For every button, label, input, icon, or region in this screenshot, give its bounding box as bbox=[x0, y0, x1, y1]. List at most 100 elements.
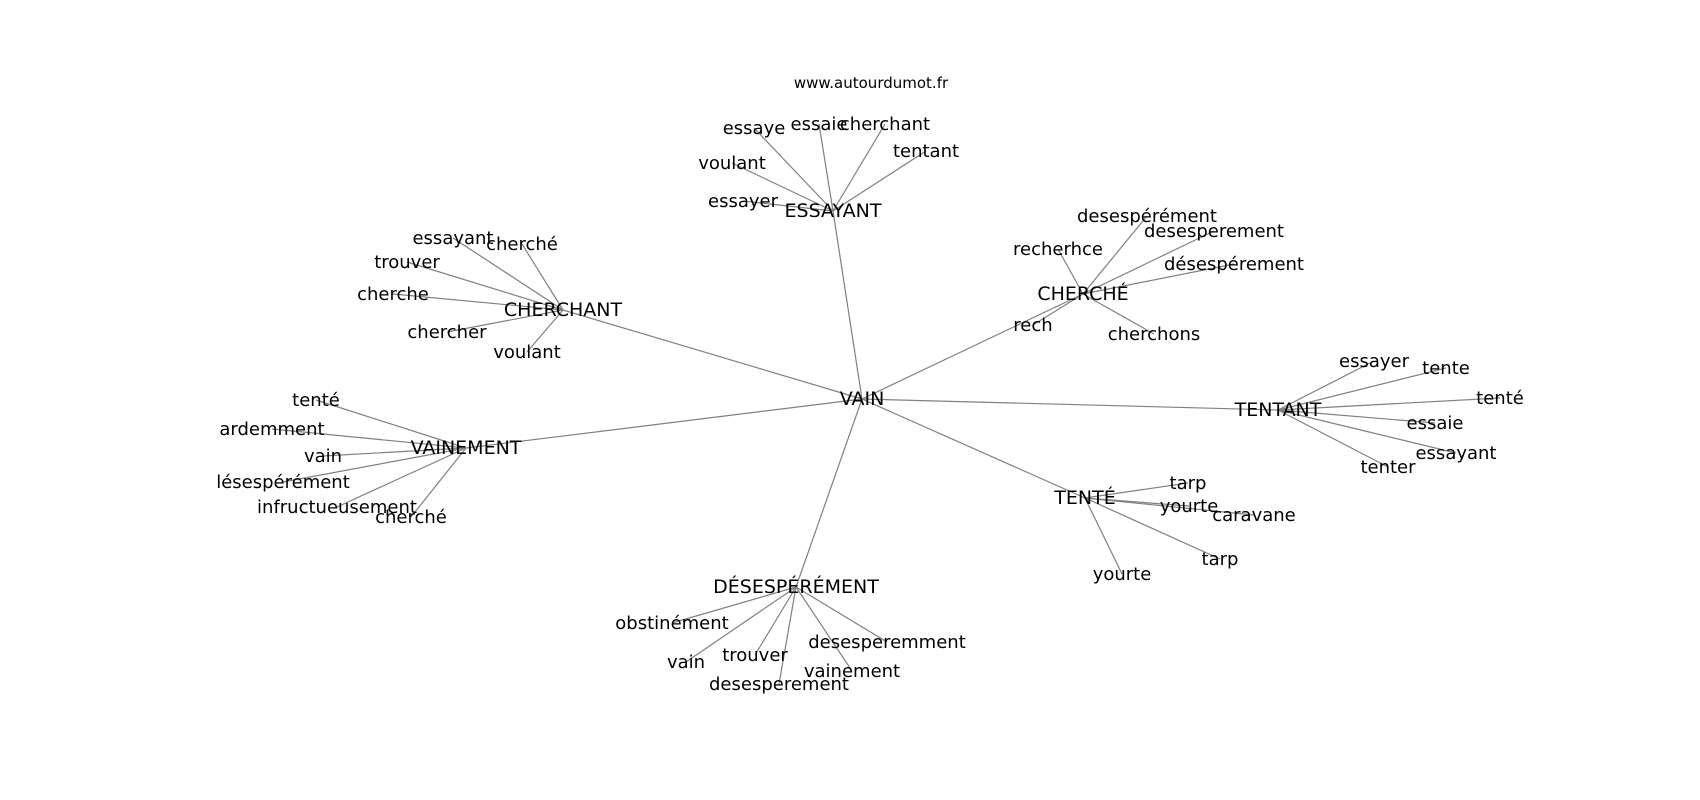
word-node-tarp: tarp bbox=[1202, 549, 1239, 570]
edge-tentant-to-essayant bbox=[1277, 409, 1457, 454]
edge-essayant-to-voulant bbox=[731, 162, 834, 212]
word-node-essayant: essayant bbox=[1415, 443, 1496, 464]
edge-cherche-to-desesperement bbox=[1082, 215, 1148, 295]
word-node-desesperement: desesperement bbox=[709, 674, 849, 695]
word-node-essaie: essaie bbox=[791, 114, 848, 135]
word-node-tenter: tenter bbox=[1360, 457, 1416, 478]
word-node-obstinement: obstinément bbox=[615, 613, 728, 634]
edge-essayant-to-essaie bbox=[818, 123, 834, 212]
edge-tentant-to-essayer bbox=[1277, 360, 1375, 411]
edge-center-to-cherchant bbox=[562, 309, 863, 400]
edge-desesperement-to-trouver bbox=[754, 586, 797, 656]
edge-center-to-tente bbox=[861, 398, 1086, 499]
edge-desesperement-to-desesperement bbox=[778, 586, 797, 685]
edge-desesperement-to-vain bbox=[685, 586, 797, 663]
edge-desesperement-to-obstinement bbox=[671, 586, 797, 624]
edge-center-to-cherche bbox=[861, 293, 1084, 400]
edge-cherchant-to-essayant bbox=[452, 237, 564, 311]
edge-vainement-to-vain bbox=[322, 447, 467, 457]
word-node-infructueusement: infructueusement bbox=[257, 497, 417, 518]
edge-cherche-to-desesperement bbox=[1082, 263, 1235, 295]
edge-tentant-to-tente bbox=[1277, 367, 1447, 411]
diagram-edges bbox=[271, 123, 1501, 685]
word-node-essaye: essaye bbox=[723, 118, 786, 139]
word-node-voulant: voulant bbox=[493, 342, 561, 363]
word-node-yourte: yourte bbox=[1093, 564, 1152, 585]
word-node-cherche: cherche bbox=[357, 284, 429, 305]
word-node-lesesperement: lésespérément bbox=[216, 472, 350, 493]
edge-cherchant-to-cherche bbox=[521, 243, 564, 311]
center-node-vain: VAIN bbox=[840, 388, 885, 410]
word-node-ardemment: ardemment bbox=[219, 419, 324, 440]
word-node-cherche: cherché bbox=[375, 507, 447, 528]
edge-vainement-to-cherche bbox=[410, 447, 467, 518]
word-node-chercher: chercher bbox=[407, 322, 487, 343]
hub-node-vainement: VAINEMENT bbox=[411, 437, 522, 459]
edge-tentant-to-essaie bbox=[1277, 409, 1436, 424]
edge-tente-to-caravane bbox=[1084, 497, 1255, 516]
hub-node-cherche: CHERCHÉ bbox=[1037, 282, 1128, 305]
edge-tentant-to-tenter bbox=[1277, 409, 1389, 468]
edge-cherchant-to-trouver bbox=[406, 261, 564, 311]
edge-cherchant-to-voulant bbox=[526, 309, 564, 353]
edge-center-to-essayant bbox=[832, 210, 863, 400]
word-node-caravane: caravane bbox=[1212, 505, 1296, 526]
edge-cherche-to-rech bbox=[1032, 293, 1084, 326]
edge-desesperement-to-vainement bbox=[795, 586, 853, 672]
word-node-cherche: cherché bbox=[486, 234, 558, 255]
edge-center-to-tentant bbox=[861, 398, 1279, 411]
word-node-rech: rech bbox=[1013, 315, 1052, 336]
word-node-essayer: essayer bbox=[1339, 351, 1410, 372]
word-node-essayer: essayer bbox=[708, 191, 779, 212]
edge-vainement-to-infructueusement bbox=[336, 447, 467, 508]
edge-cherche-to-cherchons bbox=[1082, 293, 1155, 335]
word-node-tentant: tentant bbox=[893, 141, 959, 162]
edge-essayant-to-cherchant bbox=[832, 123, 886, 212]
word-node-tarp: tarp bbox=[1170, 473, 1207, 494]
edge-desesperement-to-desesperemment bbox=[795, 586, 888, 643]
site-watermark: www.autourdumot.fr bbox=[794, 74, 949, 92]
word-node-desesperement: desespérément bbox=[1077, 206, 1217, 227]
word-node-desesperement: désespérement bbox=[1164, 254, 1304, 275]
edge-essayant-to-essayer bbox=[742, 200, 834, 212]
edge-cherchant-to-chercher bbox=[446, 309, 564, 333]
edge-tentant-to-tente bbox=[1277, 397, 1501, 411]
edge-center-to-desesperement bbox=[795, 398, 863, 588]
word-node-essayant: essayant bbox=[412, 228, 493, 249]
word-node-desesperement: desesperement bbox=[1144, 221, 1284, 242]
word-node-trouver: trouver bbox=[722, 645, 788, 666]
edge-tente-to-yourte bbox=[1084, 497, 1123, 575]
hub-node-cherchant: CHERCHANT bbox=[504, 299, 623, 321]
word-node-tente: tente bbox=[1422, 358, 1470, 379]
hub-node-desesperement: DÉSESPÉRÉMENT bbox=[713, 575, 879, 598]
edge-cherche-to-desesperement bbox=[1082, 230, 1215, 295]
word-node-cherchant: cherchant bbox=[840, 114, 930, 135]
edge-center-to-vainement bbox=[465, 398, 863, 449]
edge-vainement-to-tente bbox=[315, 399, 467, 449]
word-node-cherchons: cherchons bbox=[1108, 324, 1201, 345]
edge-essayant-to-essaye bbox=[753, 127, 834, 212]
hub-node-tente: TENTÉ bbox=[1053, 486, 1115, 509]
word-node-voulant: voulant bbox=[698, 153, 766, 174]
edge-vainement-to-ardemment bbox=[271, 428, 467, 449]
edge-vainement-to-lesesperement bbox=[282, 447, 467, 483]
word-node-yourte: yourte bbox=[1160, 496, 1219, 517]
word-node-essaie: essaie bbox=[1407, 413, 1464, 434]
hub-node-tentant: TENTANT bbox=[1234, 399, 1322, 421]
edge-cherchant-to-cherche bbox=[392, 293, 564, 311]
edge-essayant-to-tentant bbox=[832, 150, 927, 212]
word-node-tente: tenté bbox=[292, 390, 340, 411]
word-node-desesperemment: desesperemment bbox=[808, 632, 966, 653]
word-node-trouver: trouver bbox=[374, 252, 440, 273]
edge-tente-to-tarp bbox=[1084, 497, 1221, 560]
edge-cherche-to-recherhce bbox=[1057, 248, 1084, 295]
hub-node-essayant: ESSAYANT bbox=[785, 200, 882, 222]
word-node-tente: tenté bbox=[1476, 388, 1524, 409]
word-node-vain: vain bbox=[304, 446, 342, 467]
word-node-recherhce: recherhce bbox=[1013, 239, 1103, 260]
word-node-vain: vain bbox=[667, 652, 705, 673]
word-node-vainement: vainement bbox=[804, 661, 900, 682]
edge-tente-to-tarp bbox=[1084, 482, 1189, 499]
